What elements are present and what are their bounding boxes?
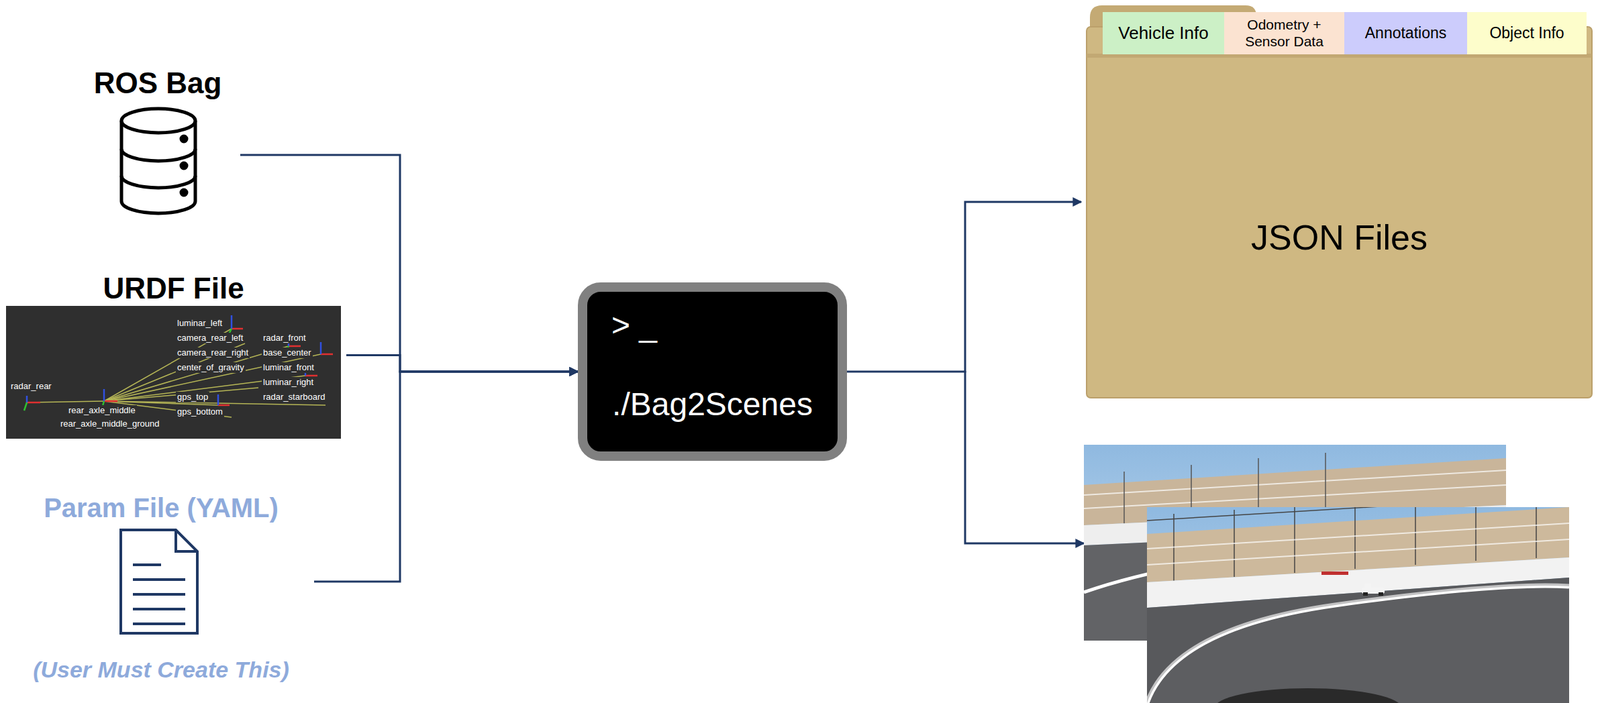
input-node: Param File (YAML) (User Must Create This) <box>8 486 315 692</box>
node-text: JSON Files <box>1081 217 1598 258</box>
camera-image-front <box>1146 507 1570 703</box>
flow-connector <box>314 371 578 582</box>
frame-label: gps_bottom <box>175 406 225 418</box>
node-text: URDF File <box>0 271 347 306</box>
node-text: ./Bag2Scenes <box>587 385 838 423</box>
input-node: ROS Bag <box>75 63 241 215</box>
frame-label: gps_top <box>175 391 210 403</box>
output-branch-line <box>965 371 1084 544</box>
frame-label: rear_axle_middle <box>67 405 137 417</box>
frame-label: rear_axle_middle_ground <box>59 418 161 430</box>
frame-label: radar_starboard <box>261 391 327 403</box>
frame-label: radar_front <box>261 332 308 344</box>
frame-label: luminar_left <box>175 318 224 329</box>
node-text: ROS Bag <box>75 66 241 100</box>
database-icon <box>121 108 196 214</box>
document-icon <box>120 530 198 634</box>
terminal-box: > _ ./Bag2Scenes <box>577 282 847 462</box>
node-text: Object Info <box>1489 24 1564 43</box>
frame-label: luminar_front <box>261 362 316 374</box>
frame-label: base_center <box>261 347 313 359</box>
flow-connector <box>346 355 578 373</box>
node-text: Odometry + Sensor Data <box>1240 16 1329 49</box>
json-folder: JSON Files Vehicle Info Odometry + Sensor … <box>1081 5 1598 398</box>
flow-connector <box>240 155 578 372</box>
frame-label: radar_rear <box>9 381 54 392</box>
urdf-frame-picture <box>6 306 341 439</box>
folder-tab: Vehicle Info <box>1102 12 1225 55</box>
folder-tab: Object Info <box>1467 12 1587 55</box>
frame-label: luminar_right <box>261 377 315 388</box>
folder-tab: Odometry + Sensor Data <box>1224 12 1345 55</box>
frame-label: camera_rear_left <box>175 332 245 344</box>
flow-connector <box>846 202 1082 372</box>
node-text: Vehicle Info <box>1118 22 1209 44</box>
node-text: Annotations <box>1365 24 1447 43</box>
node-text: (User Must Create This) <box>8 657 315 684</box>
node-text: Param File (YAML) <box>8 493 315 524</box>
frame-label: center_of_gravity <box>175 362 246 374</box>
frame-label: camera_rear_right <box>175 347 250 359</box>
node-text: > _ <box>611 306 658 344</box>
folder-tab: Annotations <box>1344 12 1468 55</box>
folder-shape <box>1086 5 1592 398</box>
